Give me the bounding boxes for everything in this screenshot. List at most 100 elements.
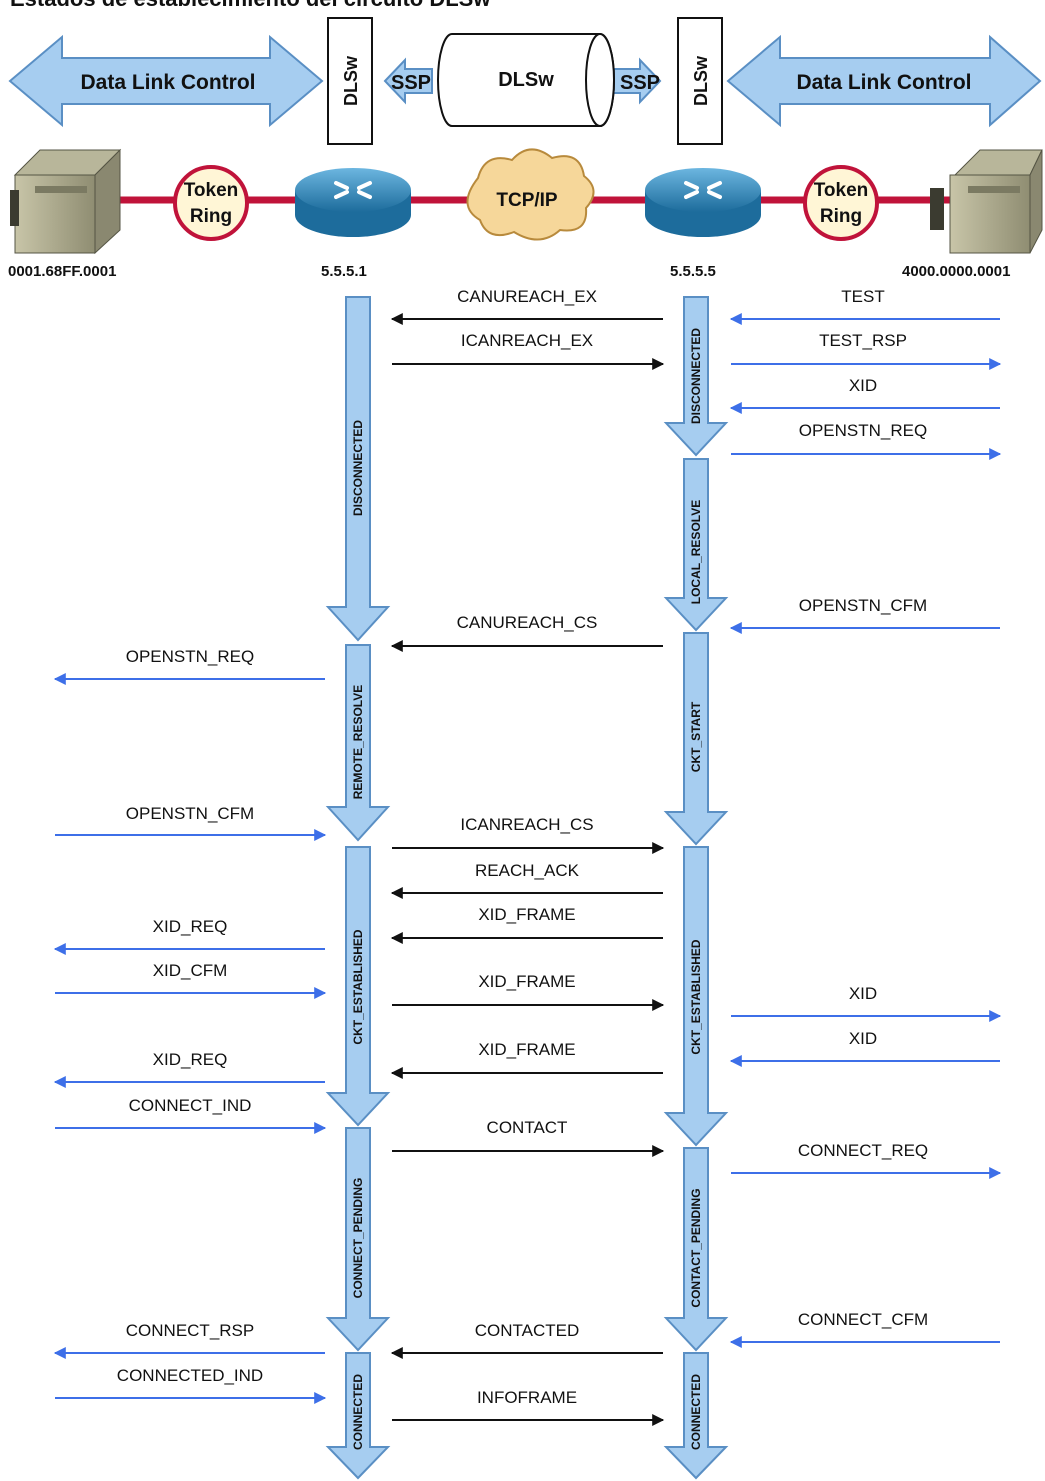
ssp-right-label: SSP [620,72,660,94]
message-label: XID_FRAME [478,1040,575,1059]
state-right-ckt-established: CKT_ESTABLISHED [663,846,729,1147]
message-label: OPENSTN_CFM [799,596,927,615]
message-label: TEST_RSP [819,331,907,350]
state-right-label: CONNECTED [689,1374,703,1450]
state-right-ckt-start: CKT_START [663,632,729,846]
message-label: CONNECT_REQ [798,1141,928,1160]
message-label: ICANREACH_CS [460,815,593,834]
dlc-left-label: Data Link Control [80,71,255,94]
message-right: CONNECT_REQ [731,1141,1002,1179]
message-label: XID [849,1029,877,1048]
message-label: OPENSTN_REQ [799,421,927,440]
message-label: OPENSTN_REQ [126,647,254,666]
token-ring-left: Token Ring [173,165,249,241]
message-label: CONTACTED [475,1321,580,1340]
message-label: CONNECT_RSP [126,1321,254,1340]
state-right-label: LOCAL_RESOLVE [689,500,703,604]
tcp-ip-cloud: TCP/IP [466,148,595,241]
state-left-label: CKT_ESTABLISHED [351,929,365,1044]
state-right-local-resolve: LOCAL_RESOLVE [663,458,729,632]
state-right-label: CKT_START [689,701,703,772]
state-right-connected: CONNECTED [663,1352,729,1480]
message-label: XID_REQ [153,1050,228,1069]
message-right: OPENSTN_REQ [731,421,1002,460]
token-ring-right: Token Ring [803,165,879,241]
message-label: XID_FRAME [478,972,575,991]
message-left: CONNECTED_IND [55,1366,327,1404]
state-left-ckt-established: CKT_ESTABLISHED [325,846,391,1127]
message-middle: XID_FRAME [392,972,665,1011]
diagram-title: Estados de establecimiento del circuito … [10,0,491,11]
message-left: CONNECT_RSP [53,1321,325,1359]
state-left-label: REMOTE_RESOLVE [351,685,365,799]
message-middle: ICANREACH_EX [392,331,665,370]
message-label: XID_REQ [153,917,228,936]
router-left-address: 5.5.5.1 [321,263,367,280]
token-ring-left-line1: Token [184,180,239,201]
host-left-icon [10,148,122,255]
message-middle: CONTACTED [390,1321,663,1359]
host-right-icon [930,149,1043,254]
message-right: XID [729,1029,1000,1067]
router-right-icon [645,168,761,237]
state-left-connected: CONNECTED [325,1352,391,1480]
state-right-contact-pending: CONTACT_PENDING [663,1147,729,1352]
token-ring-left-line2: Ring [190,206,232,227]
message-right: OPENSTN_CFM [729,596,1000,634]
state-right-label: CONTACT_PENDING [689,1188,703,1307]
message-middle: CONTACT [392,1118,665,1157]
message-label: CONNECT_CFM [798,1310,928,1329]
state-left-label: CONNECT_PENDING [351,1178,365,1299]
message-label: XID [849,984,877,1003]
message-label: XID_FRAME [478,905,575,924]
message-left: XID_CFM [55,961,327,999]
message-right: TEST [729,287,1000,325]
message-label: CONNECTED_IND [117,1366,263,1385]
dlsw-box-right: DLSw [677,17,723,145]
message-label: CONTACT [487,1118,568,1137]
message-label: CANUREACH_CS [457,613,598,632]
dlc-right-label: Data Link Control [796,71,971,94]
message-left: OPENSTN_REQ [53,647,325,685]
message-middle: REACH_ACK [390,861,663,899]
dlsw-right-label: DLSw [691,55,711,106]
message-label: REACH_ACK [475,861,580,880]
message-middle: INFOFRAME [392,1388,665,1426]
dlc-arrow-right: Data Link Control [726,34,1042,128]
state-left-label: DISCONNECTED [351,420,365,516]
message-label: OPENSTN_CFM [126,804,254,823]
message-middle: CANUREACH_CS [390,613,663,652]
token-ring-right-line1: Token [814,180,869,201]
message-left: XID_REQ [53,1050,325,1088]
message-middle: XID_FRAME [390,1040,663,1079]
state-left-disconnected: DISCONNECTED [325,296,391,642]
message-right: XID [731,984,1002,1022]
state-left-remote-resolve: REMOTE_RESOLVE [325,644,391,842]
ssp-left-label: SSP [391,72,431,94]
message-label: ICANREACH_EX [461,331,593,350]
message-left: CONNECT_IND [55,1096,327,1134]
message-middle: ICANREACH_CS [392,815,665,854]
router-right-address: 5.5.5.5 [670,263,716,280]
dlsw-box-left: DLSw [327,17,373,145]
state-left-connect-pending: CONNECT_PENDING [325,1127,391,1352]
message-label: XID_CFM [153,961,228,980]
cloud-label: TCP/IP [496,190,558,211]
host-right-address: 4000.0000.0001 [902,263,1010,280]
ssp-arrow-right: SSP [611,57,662,105]
dlsw-cylinder: DLSw [437,33,615,127]
message-middle: CANUREACH_EX [390,287,663,325]
message-left: OPENSTN_CFM [55,804,327,841]
message-left: XID_REQ [53,917,325,955]
message-label: INFOFRAME [477,1388,577,1407]
message-label: CANUREACH_EX [457,287,597,306]
token-ring-right-line2: Ring [820,206,862,227]
message-right: TEST_RSP [731,331,1002,370]
router-left-icon [295,168,411,237]
dlc-arrow-left: Data Link Control [8,34,324,128]
state-right-label: DISCONNECTED [689,328,703,424]
message-middle: XID_FRAME [390,905,663,944]
message-right: CONNECT_CFM [729,1310,1000,1348]
message-label: XID [849,376,877,395]
